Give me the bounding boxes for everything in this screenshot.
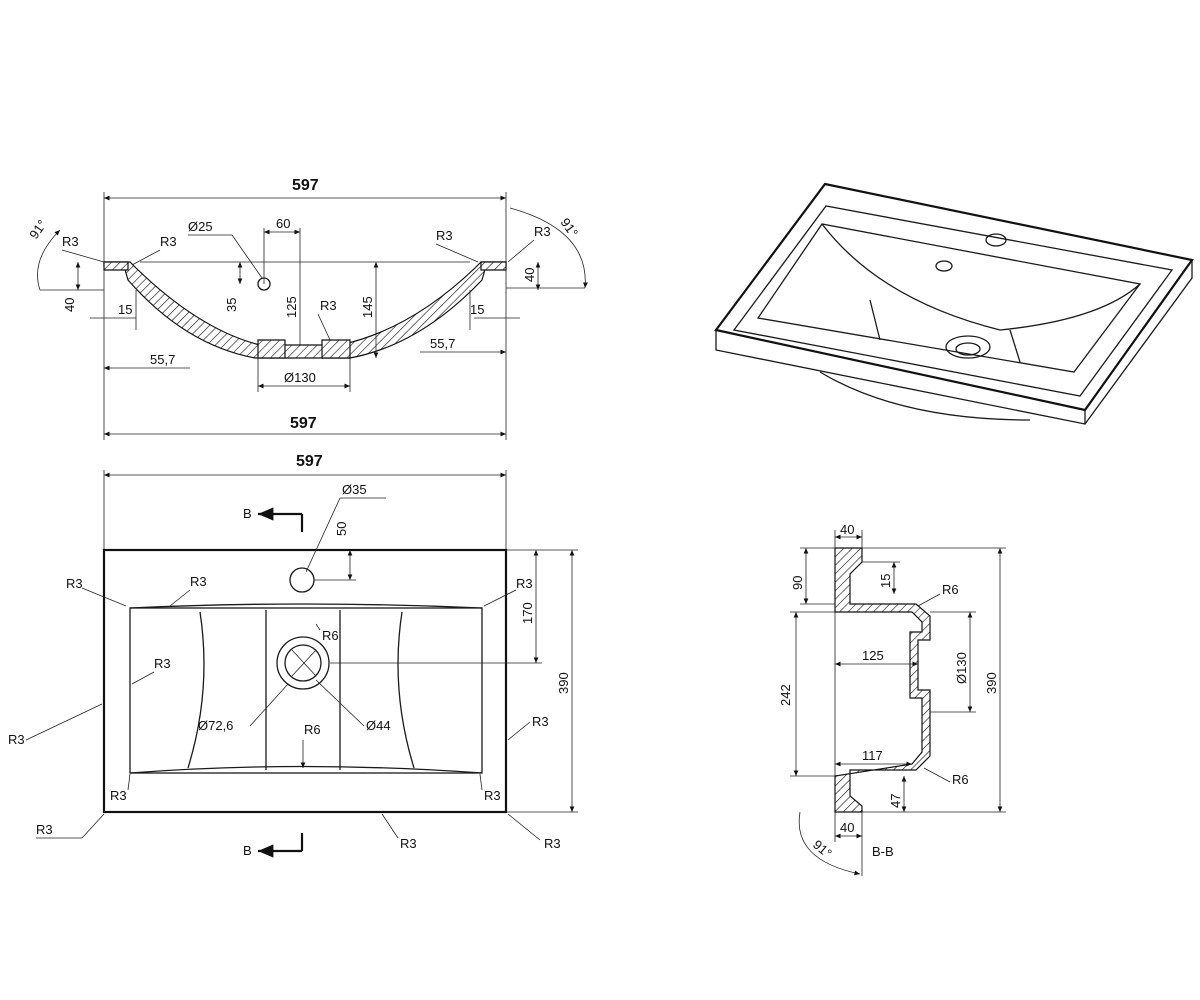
svg-text:40: 40 — [62, 298, 77, 312]
svg-text:40: 40 — [840, 522, 854, 537]
svg-text:R3: R3 — [62, 234, 79, 249]
svg-text:Ø25: Ø25 — [188, 219, 213, 234]
isometric-view — [714, 182, 1194, 425]
plan-width: 597 — [296, 453, 323, 470]
svg-text:Ø130: Ø130 — [954, 652, 969, 684]
plan-view: 597 B B Ø35 50 170 — [8, 453, 578, 858]
svg-text:40: 40 — [840, 820, 854, 835]
dim-width-bottom: 597 — [290, 415, 317, 432]
angle-right: 91° — [558, 215, 582, 240]
svg-text:R3: R3 — [516, 576, 533, 591]
svg-text:35: 35 — [224, 298, 239, 312]
iso-taphole — [985, 233, 1007, 247]
svg-text:Ø35: Ø35 — [342, 482, 367, 497]
svg-text:390: 390 — [984, 672, 999, 694]
section-profile — [834, 547, 931, 813]
svg-text:242: 242 — [778, 684, 793, 706]
svg-text:R3: R3 — [532, 714, 549, 729]
svg-text:55,7: 55,7 — [150, 352, 175, 367]
svg-text:125: 125 — [284, 296, 299, 318]
svg-text:90: 90 — [790, 576, 805, 590]
svg-text:R3: R3 — [534, 224, 551, 239]
svg-text:Ø72,6: Ø72,6 — [198, 718, 233, 733]
svg-text:R3: R3 — [484, 788, 501, 803]
svg-text:R3: R3 — [110, 788, 127, 803]
svg-text:Ø44: Ø44 — [366, 718, 391, 733]
svg-text:50: 50 — [334, 522, 349, 536]
svg-text:R3: R3 — [8, 732, 25, 747]
svg-text:60: 60 — [276, 216, 290, 231]
svg-text:91°: 91° — [810, 837, 835, 861]
svg-text:R6: R6 — [942, 582, 959, 597]
section-view: 40 90 15 R6 125 Ø130 242 390 117 R — [778, 522, 1006, 876]
svg-text:15: 15 — [878, 574, 893, 588]
svg-text:R3: R3 — [544, 836, 561, 851]
iso-drain — [945, 335, 991, 359]
plan-drain-outer — [276, 636, 330, 690]
front-view: 597 91° 91° R3 R3 R3 R3 Ø25 60 — [26, 177, 588, 440]
svg-text:125: 125 — [862, 648, 884, 663]
svg-text:R6: R6 — [322, 628, 339, 643]
angle-left: 91° — [26, 217, 50, 242]
svg-text:170: 170 — [520, 602, 535, 624]
svg-text:117: 117 — [862, 748, 883, 763]
svg-text:R3: R3 — [160, 234, 177, 249]
svg-text:145: 145 — [360, 296, 375, 318]
svg-text:R6: R6 — [304, 722, 321, 737]
svg-text:R3: R3 — [66, 576, 83, 591]
svg-text:R3: R3 — [190, 574, 207, 589]
svg-text:B: B — [243, 506, 252, 521]
svg-text:15: 15 — [470, 302, 484, 317]
svg-text:Ø130: Ø130 — [284, 370, 316, 385]
svg-text:55,7: 55,7 — [430, 336, 455, 351]
svg-text:390: 390 — [556, 672, 571, 694]
plan-taphole — [289, 567, 315, 593]
svg-text:R3: R3 — [154, 656, 171, 671]
svg-text:40: 40 — [522, 268, 537, 282]
svg-text:R6: R6 — [952, 772, 969, 787]
svg-text:R3: R3 — [436, 228, 453, 243]
svg-text:15: 15 — [118, 302, 132, 317]
dim-width-top: 597 — [292, 177, 319, 194]
svg-text:R3: R3 — [320, 298, 337, 313]
svg-text:R3: R3 — [36, 822, 53, 837]
section-title: B-B — [872, 844, 894, 859]
svg-text:B: B — [243, 843, 252, 858]
svg-text:R3: R3 — [400, 836, 417, 851]
svg-text:47: 47 — [888, 794, 903, 808]
